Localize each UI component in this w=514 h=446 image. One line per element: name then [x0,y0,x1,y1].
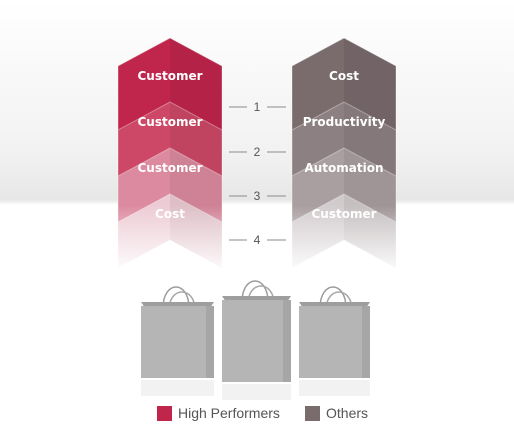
legend-item-others: Others [305,405,368,421]
legend: High Performers Others [0,405,514,423]
rank-label-4: 4 [254,233,261,247]
rank-label-1: 1 [254,100,261,114]
rank-label-2: 2 [254,145,261,159]
others-chevron-stack: CostProductivityAutomationCustomer [290,37,398,275]
legend-swatch-others [305,405,320,421]
high-performers-stack-fade [116,205,224,275]
high-performers-chevron-label-3: Customer [137,161,202,175]
legend-swatch-high-performers [157,405,172,421]
high-performers-chevron-1-shade [170,38,222,130]
high-performers-chevron-label-2: Customer [137,115,202,129]
legend-label-high-performers: High Performers [178,405,280,421]
rank-scale: 1 2 3 4 [229,100,286,247]
others-chevron-1-shade [344,38,396,130]
shopping-bag-2 [222,280,291,400]
others-chevron-1 [291,37,397,131]
high-performers-chevron-1 [117,37,223,131]
legend-item-high-performers: High Performers [157,405,280,421]
shopping-bag-1 [141,286,214,396]
shopping-bags [141,280,370,400]
high-performers-chevron-label-1: Customer [137,69,202,83]
others-chevron-label-2: Productivity [303,115,386,129]
rank-label-3: 3 [254,189,261,203]
others-stack-fade [290,205,398,275]
others-chevron-label-1: Cost [329,69,359,83]
shopping-bag-3 [299,286,370,396]
legend-label-others: Others [326,405,369,421]
others-chevron-label-3: Automation [304,161,383,175]
